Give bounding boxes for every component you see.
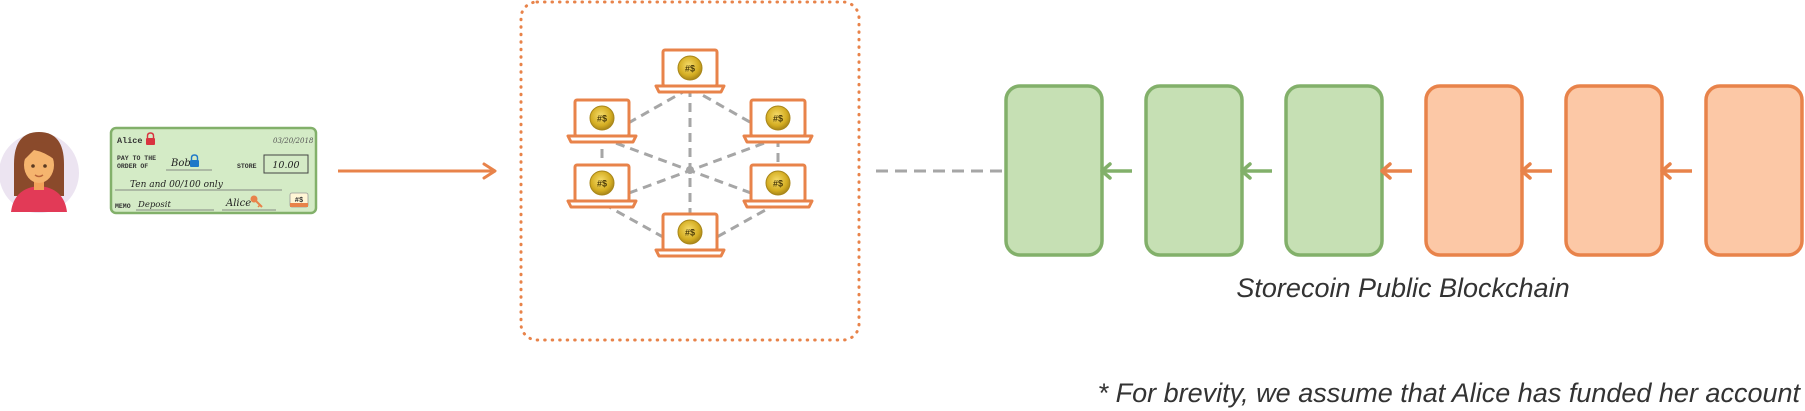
laptop-node: #$: [742, 98, 814, 144]
cheque: Alice 03/20/2018 PAY TO THE ORDER OF Bob…: [109, 126, 318, 215]
laptop-node: #$: [654, 48, 726, 94]
blockchain-label: Storecoin Public Blockchain: [1236, 273, 1569, 303]
footnote: * For brevity, we assume that Alice has …: [1098, 378, 1802, 408]
coin-symbol: #$: [685, 64, 695, 74]
block-pending: [1704, 84, 1804, 257]
block-confirmed: [1284, 84, 1384, 257]
laptop-node: #$: [742, 163, 814, 209]
network-hub: [686, 166, 694, 174]
key-icon: [250, 195, 263, 208]
submit-arrow: [338, 162, 497, 180]
cheque-signature: Alice: [225, 198, 251, 209]
cheque-memo: Deposit: [137, 200, 171, 210]
red-lock-icon: [146, 132, 155, 145]
cheque-payer: Alice: [117, 136, 143, 146]
svg-text:#$: #$: [295, 197, 303, 205]
block-confirmed: [1004, 84, 1104, 257]
cheque-amount-words: Ten and 00/100 only: [130, 180, 224, 190]
validator-nodes: #$ #$ #$ #$ #$ #$: [566, 48, 814, 258]
blockchain: [1004, 84, 1804, 257]
cheque-pay-to-line1: PAY TO THE: [117, 155, 156, 162]
coin-symbol: #$: [773, 114, 783, 124]
coin-symbol: #$: [597, 114, 607, 124]
chain-link-arrow: [1240, 162, 1272, 180]
blue-lock-icon: [190, 154, 199, 167]
chain-link-arrow: [1380, 162, 1412, 180]
storecoin-icon: #$: [677, 219, 703, 245]
cheque-date: 03/20/2018: [273, 137, 314, 145]
cheque-memo-label: MEMO: [115, 203, 131, 210]
laptop-node: #$: [654, 212, 726, 258]
storecoin-icon: #$: [677, 55, 703, 81]
block-pending: [1564, 84, 1664, 257]
alice-avatar: [0, 132, 79, 213]
laptop-node: #$: [566, 163, 638, 209]
chain-link-arrow: [1660, 162, 1692, 180]
cheque-store-label: STORE: [237, 163, 257, 170]
chain-link-arrow: [1100, 162, 1132, 180]
storecoin-icon: #$: [765, 170, 791, 196]
coin-symbol: #$: [773, 179, 783, 189]
cheque-amount-box: [263, 154, 309, 174]
cheque-amount: 10.00: [272, 160, 299, 171]
cheque-body: [109, 126, 318, 215]
cheque-payee: Bob: [170, 158, 191, 169]
cheque-pay-to-line2: ORDER OF: [117, 163, 148, 170]
storecoin-badge-icon: #$: [289, 192, 309, 208]
storecoin-icon: #$: [589, 105, 615, 131]
laptop-node: #$: [566, 98, 638, 144]
block-pending: [1424, 84, 1524, 257]
coin-symbol: #$: [597, 179, 607, 189]
storecoin-icon: #$: [589, 170, 615, 196]
storecoin-icon: #$: [765, 105, 791, 131]
block-confirmed: [1144, 84, 1244, 257]
coin-symbol: #$: [685, 228, 695, 238]
chain-link-arrow: [1520, 162, 1552, 180]
